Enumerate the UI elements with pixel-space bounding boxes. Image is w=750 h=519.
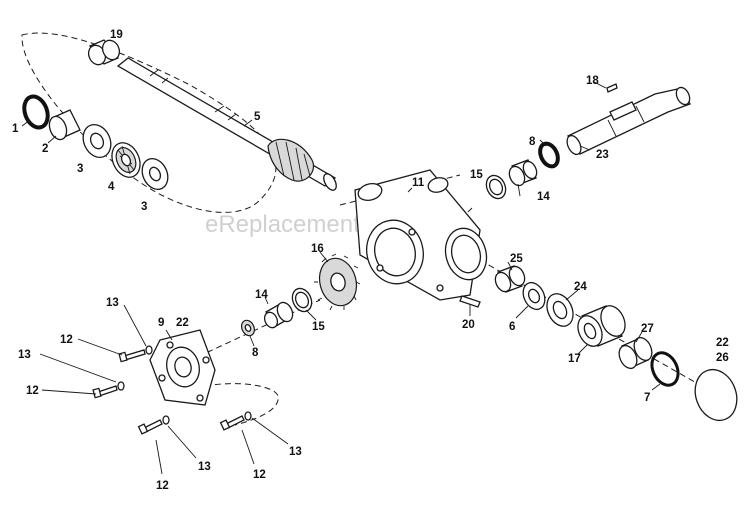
label-13-a: 13 bbox=[106, 297, 119, 309]
assembly-outline-dashed bbox=[21, 32, 277, 213]
label-18: 18 bbox=[586, 75, 599, 87]
label-4: 4 bbox=[108, 181, 115, 193]
label-9: 9 bbox=[158, 317, 164, 329]
cover-outline-dashed bbox=[204, 383, 279, 426]
part-13-washer-a[interactable] bbox=[145, 345, 153, 355]
part-24-thrust-bearing[interactable] bbox=[542, 290, 578, 331]
label-2: 2 bbox=[42, 143, 48, 155]
label-25: 25 bbox=[510, 253, 523, 265]
label-11: 11 bbox=[412, 177, 425, 189]
label-22-endcap: 22 bbox=[716, 337, 729, 349]
label-13-b: 13 bbox=[18, 349, 31, 361]
part-5-worm-shaft[interactable] bbox=[116, 57, 339, 192]
label-3-lower: 3 bbox=[141, 201, 147, 213]
label-19: 19 bbox=[110, 29, 123, 41]
part-12-bolt-a[interactable] bbox=[118, 349, 146, 363]
label-26: 26 bbox=[716, 352, 729, 364]
label-12-d: 12 bbox=[253, 469, 266, 481]
label-12-c: 12 bbox=[156, 480, 169, 492]
leader-lines bbox=[21, 81, 661, 475]
part-15-washer-left[interactable] bbox=[289, 285, 315, 314]
part-12-bolt-c[interactable] bbox=[137, 419, 163, 435]
part-12-bolt-b[interactable] bbox=[92, 385, 118, 399]
part-3-washer-lower[interactable] bbox=[137, 154, 172, 193]
part-8-nut-left[interactable] bbox=[239, 318, 257, 338]
part-16-spur-gear[interactable] bbox=[314, 253, 362, 311]
label-1: 1 bbox=[12, 123, 19, 135]
part-12-bolt-d[interactable] bbox=[219, 415, 245, 431]
part-13-washer-c[interactable] bbox=[162, 415, 170, 425]
part-13-washer-d[interactable] bbox=[244, 411, 252, 421]
part-4-thrust-bearing[interactable] bbox=[107, 138, 146, 182]
label-13-d: 13 bbox=[289, 446, 302, 458]
part-13-washer-b[interactable] bbox=[117, 381, 125, 391]
label-8-left: 8 bbox=[252, 347, 259, 359]
part-7-snap-ring[interactable] bbox=[647, 349, 683, 390]
part-25-bushing[interactable] bbox=[492, 264, 527, 294]
label-12-b: 12 bbox=[26, 385, 39, 397]
label-13-c: 13 bbox=[198, 461, 211, 473]
part-6-washer[interactable] bbox=[519, 279, 549, 313]
part-19-sleeve[interactable] bbox=[86, 38, 123, 68]
part-27-bushing[interactable] bbox=[616, 335, 656, 372]
part-17-collar[interactable] bbox=[573, 302, 629, 350]
part-22-26-end-cap[interactable] bbox=[688, 364, 743, 427]
label-14-left: 14 bbox=[255, 289, 268, 301]
label-22-cover: 22 bbox=[176, 317, 189, 329]
part-9-22-cover-plate[interactable] bbox=[149, 329, 216, 406]
part-15-washer-right[interactable] bbox=[483, 172, 509, 201]
part-labels: 19 1 2 3 4 3 5 18 23 8 15 14 11 16 14 15… bbox=[12, 29, 729, 492]
part-8-nut-right[interactable] bbox=[537, 141, 562, 170]
part-1-snap-ring[interactable] bbox=[20, 93, 52, 131]
part-14-bushing-right[interactable] bbox=[506, 159, 539, 188]
label-8-right: 8 bbox=[529, 136, 536, 148]
part-11-gear-housing[interactable] bbox=[354, 169, 492, 301]
part-2-bushing[interactable] bbox=[46, 109, 81, 142]
label-17: 17 bbox=[568, 353, 581, 365]
part-20-key[interactable] bbox=[459, 295, 481, 308]
label-16: 16 bbox=[311, 243, 324, 255]
label-14-right: 14 bbox=[537, 191, 550, 203]
label-6: 6 bbox=[509, 321, 515, 333]
part-23-shaft[interactable] bbox=[564, 85, 692, 156]
part-3-washer-upper[interactable] bbox=[78, 120, 116, 162]
label-23: 23 bbox=[596, 149, 609, 161]
label-27: 27 bbox=[641, 323, 654, 335]
label-24: 24 bbox=[574, 281, 587, 293]
label-7: 7 bbox=[644, 392, 650, 404]
label-20: 20 bbox=[462, 319, 475, 331]
label-15-right: 15 bbox=[470, 169, 483, 181]
label-12-a: 12 bbox=[60, 334, 73, 346]
label-5: 5 bbox=[254, 111, 261, 123]
label-15-left: 15 bbox=[312, 321, 325, 333]
label-3-upper: 3 bbox=[77, 163, 83, 175]
part-14-bushing-left[interactable] bbox=[262, 300, 295, 330]
part-18-pin[interactable] bbox=[606, 83, 618, 93]
